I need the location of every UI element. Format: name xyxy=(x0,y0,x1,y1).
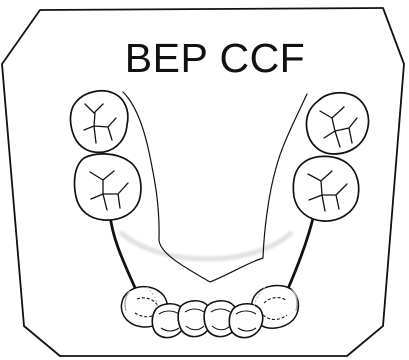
left-molar-bottom xyxy=(75,154,141,220)
right-molar-bottom xyxy=(293,156,358,221)
diagram-title: BEP CCF xyxy=(90,38,340,79)
left-molar-top xyxy=(70,91,127,153)
front-tooth-4 xyxy=(229,304,262,338)
right-molar-top xyxy=(306,93,368,154)
